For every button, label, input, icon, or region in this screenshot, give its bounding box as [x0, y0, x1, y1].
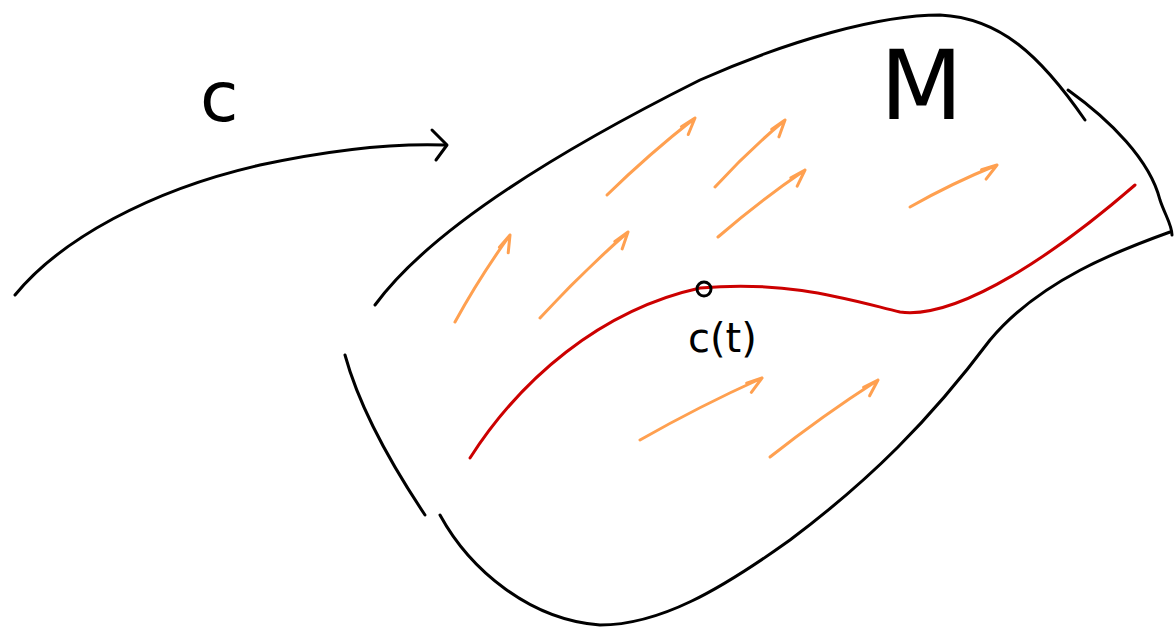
vector-arrow [607, 118, 695, 195]
vector-arrow [455, 235, 510, 322]
vector-arrow [910, 165, 997, 207]
map-arrow [15, 145, 445, 295]
manifold-name: M [880, 38, 963, 134]
manifold-outline [345, 355, 425, 515]
vector-arrow [640, 378, 762, 440]
vector-arrow [718, 170, 805, 237]
map-name: c [200, 62, 239, 132]
manifold-outline [375, 15, 1085, 305]
arrow-head [432, 130, 447, 160]
vector-arrow [770, 380, 878, 457]
vector-arrow [715, 120, 785, 187]
point-marker [697, 282, 711, 296]
manifold-outline [1068, 90, 1172, 235]
point-label: c(t) [688, 318, 757, 358]
curve [470, 185, 1135, 458]
vector-arrow [540, 232, 628, 318]
